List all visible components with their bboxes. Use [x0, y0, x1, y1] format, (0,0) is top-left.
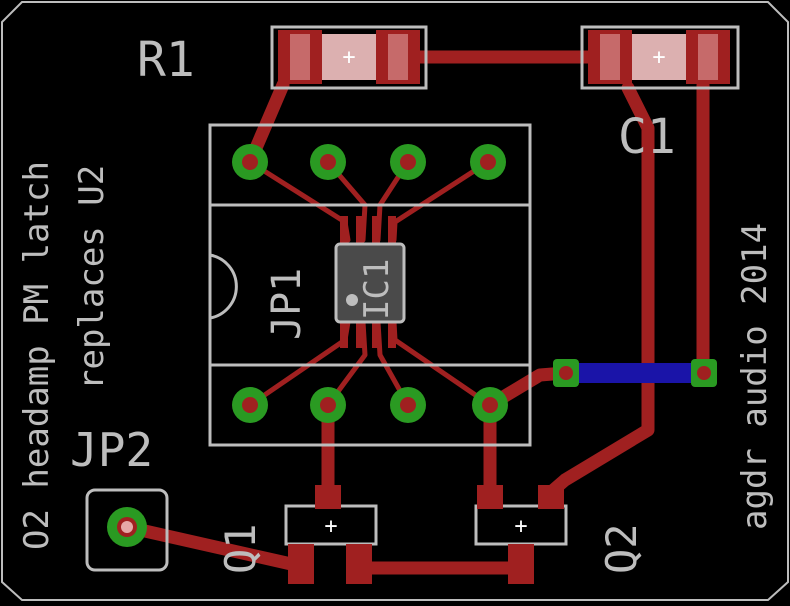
c1-center-marker: +	[652, 45, 665, 70]
jp2-frame	[85, 488, 169, 572]
jp1-pin-4	[470, 144, 506, 180]
board-credit: agdr audio 2014	[735, 223, 775, 530]
top-copper-traces	[120, 50, 710, 575]
through-hole-pads	[107, 144, 717, 547]
jp1-notch	[209, 253, 238, 320]
q2-label: Q2	[597, 523, 646, 574]
q2-pad-bottom	[508, 544, 534, 584]
r1-center-marker: +	[342, 45, 355, 70]
q2-pad-right-top	[538, 485, 564, 509]
jp1-pin-8	[472, 387, 508, 423]
jp1-pin-1	[232, 144, 268, 180]
smd-pads	[278, 30, 730, 584]
q1-center-marker: +	[324, 514, 337, 539]
ic1-pin1-marker	[346, 294, 358, 306]
q1-pad-top	[315, 485, 341, 509]
r1-label: R1	[137, 32, 195, 88]
c1-frame	[580, 25, 740, 90]
c1-label: C1	[618, 109, 676, 165]
trace-c1-q2	[543, 81, 655, 500]
jp2-pad	[107, 507, 147, 547]
ic1-package	[334, 216, 406, 348]
jp1-pin-5	[232, 387, 268, 423]
q1-label: Q1	[216, 523, 265, 574]
r1-frame	[270, 25, 428, 90]
jp1-pin-6	[310, 387, 346, 423]
jp1-pin-2	[310, 144, 346, 180]
jp1-pin-7	[390, 387, 426, 423]
jp1-outline	[208, 123, 532, 447]
q1-pad-left	[288, 544, 314, 584]
jp1-label: JP1	[264, 268, 310, 340]
via-left	[553, 359, 579, 387]
center-markers: + + + +	[324, 45, 665, 539]
q2-pad-left-top	[477, 485, 503, 509]
silkscreen-labels: R1 C1 JP2 JP1 IC1 Q1 Q2 O2 headamp PM la…	[17, 32, 775, 574]
r1-body	[322, 34, 376, 80]
trace-jp2-q1	[120, 520, 307, 573]
board-title-line2: replaces U2	[72, 165, 112, 390]
q2-center-marker: +	[514, 514, 527, 539]
q1-pad-right	[346, 544, 372, 584]
ic1-label: IC1	[357, 259, 397, 320]
jp2-label: JP2	[70, 423, 153, 477]
via-right	[691, 359, 717, 387]
board-title-line1: O2 headamp PM latch	[17, 161, 57, 550]
jp1-pin-3	[390, 144, 426, 180]
c1-body	[632, 34, 686, 80]
